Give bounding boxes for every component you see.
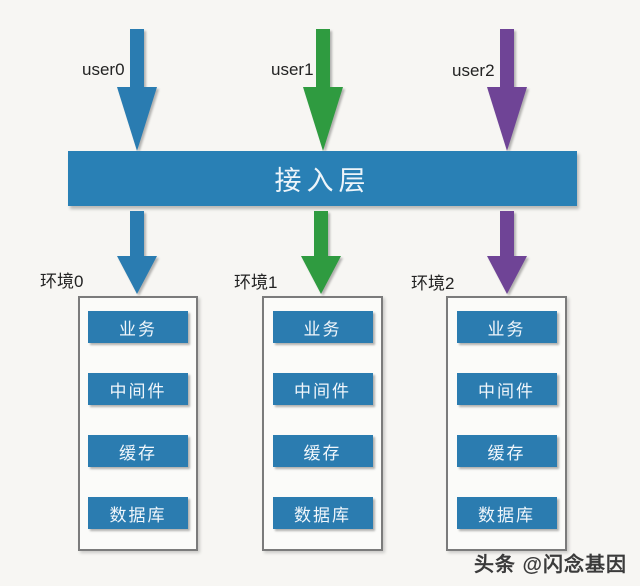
env1-down-arrow-icon [301,211,341,294]
user0-down-arrow-icon [117,29,157,151]
env2-component-cache: 缓存 [456,435,557,467]
env2-label: 环境2 [411,274,455,293]
env1-component-business: 业务 [272,311,373,343]
access-layer-bar: 接入层 [68,151,577,206]
user2-label: user2 [452,61,495,80]
access-layer-label: 接入层 [274,166,371,196]
user2-down-arrow-icon [487,29,527,151]
user1-down-arrow-icon [303,29,343,151]
env1-component-database: 数据库 [272,497,373,529]
env0-down-arrow-icon [117,211,157,294]
env2-component-database: 数据库 [456,497,557,529]
env0-component-business: 业务 [88,311,188,343]
env1-component-middleware: 中间件 [272,373,373,405]
env0-component-cache: 缓存 [88,435,188,467]
env1-component-cache: 缓存 [272,435,373,467]
user1-label: user1 [271,60,314,79]
env2-down-arrow-icon [487,211,527,294]
env0-component-database: 数据库 [88,497,188,529]
user0-label: user0 [82,60,125,79]
env2-component-business: 业务 [456,311,557,343]
watermark-text: 头条 @闪念基因 [473,554,627,576]
env0-box: 业务 中间件 缓存 数据库 [78,296,198,551]
env2-box: 业务 中间件 缓存 数据库 [446,296,567,551]
env0-label: 环境0 [40,272,84,291]
env0-component-middleware: 中间件 [88,373,188,405]
env1-box: 业务 中间件 缓存 数据库 [262,296,383,551]
env2-component-middleware: 中间件 [456,373,557,405]
env1-label: 环境1 [234,273,278,292]
